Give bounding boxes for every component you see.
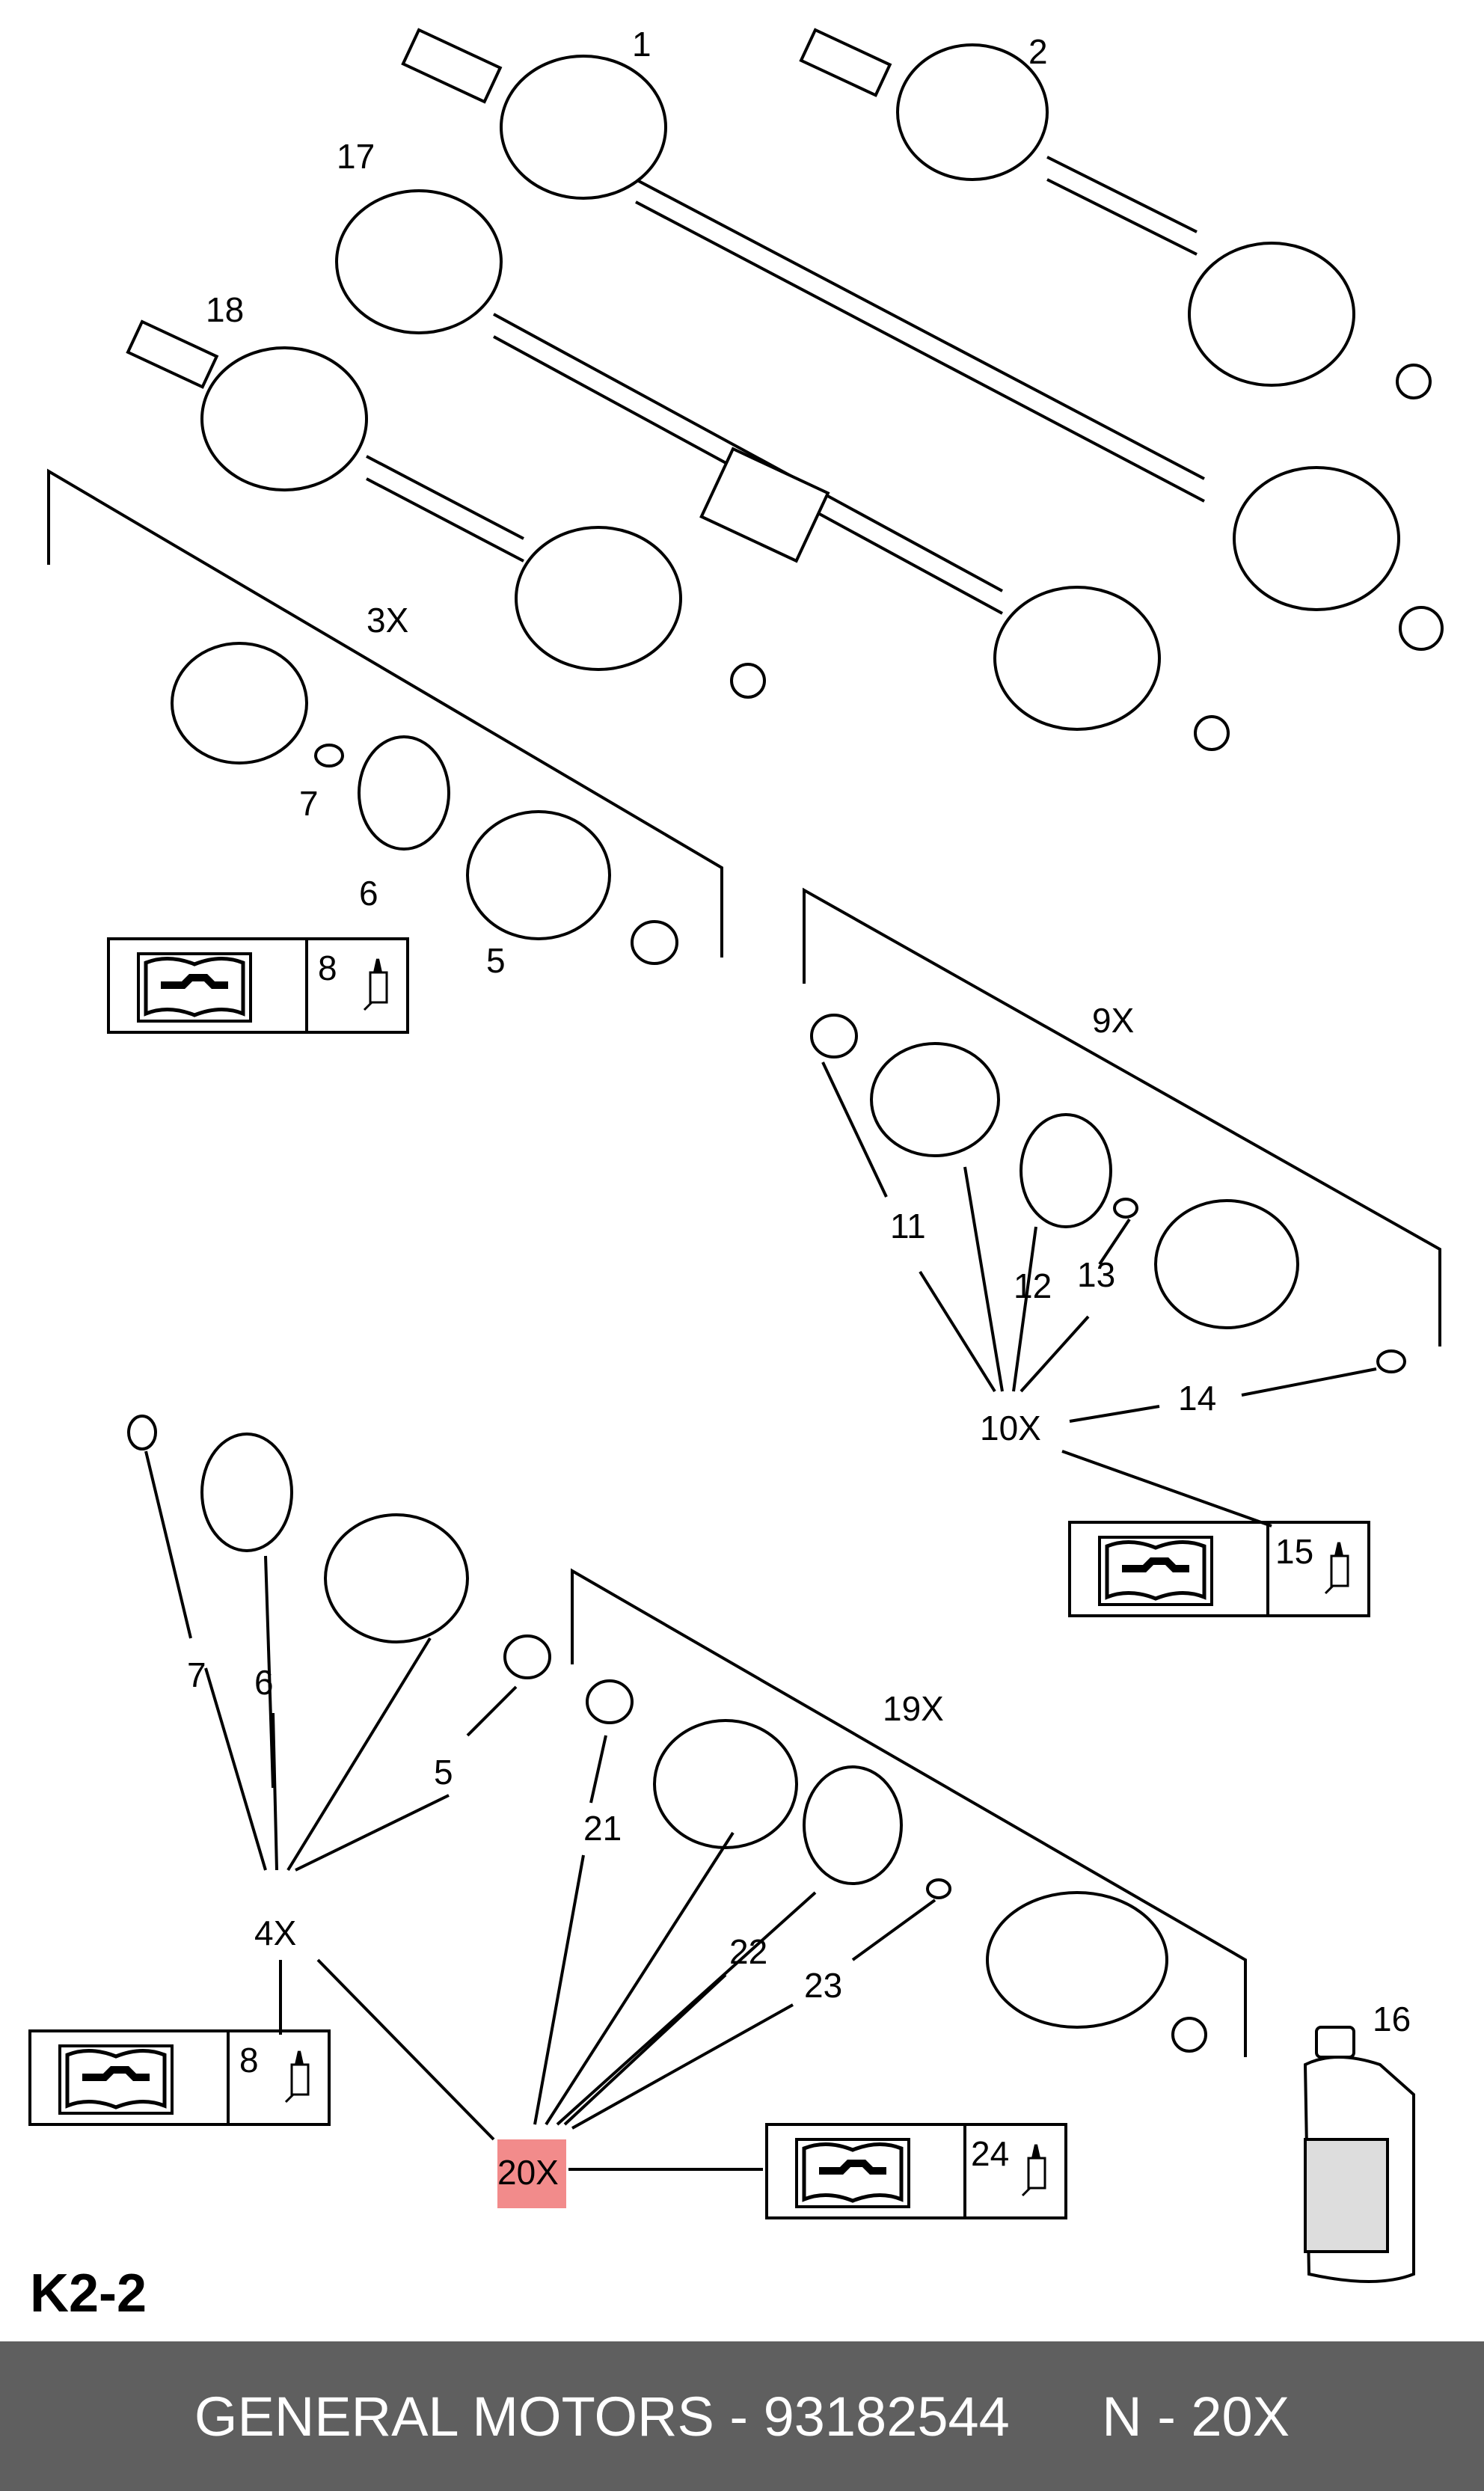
fluid-bottle <box>1303 2026 1415 2283</box>
repair-manual-icon <box>1100 1537 1212 1605</box>
callout-11: 11 <box>890 1207 926 1246</box>
callout-20x: 20X <box>497 2153 559 2192</box>
callout-8-upper: 8 <box>318 949 337 987</box>
callout-3x: 3X <box>367 601 408 640</box>
callout-8-lower: 8 <box>239 2041 259 2080</box>
callout-12: 12 <box>1014 1266 1052 1305</box>
callout-1: 1 <box>632 25 651 64</box>
callout-5-upper: 5 <box>486 941 506 980</box>
callout-13: 13 <box>1077 1255 1115 1294</box>
callout-9x: 9X <box>1092 1001 1134 1040</box>
repair-manual-icon <box>797 2139 909 2207</box>
kit-box-24 <box>765 2123 1067 2219</box>
callout-18: 18 <box>206 290 244 329</box>
kit-9x-group <box>803 887 1441 1528</box>
figure-id: K2-2 <box>30 2264 147 2323</box>
callout-5-lower: 5 <box>434 1753 453 1792</box>
kit-3x-group <box>47 468 723 965</box>
callout-16: 16 <box>1373 2000 1411 2038</box>
footer-part-number: 93182544 <box>763 2385 1010 2448</box>
highlight-20x <box>497 2139 566 2208</box>
grease-tube-icon <box>284 2050 310 2104</box>
footer-position: N - 20X <box>1102 2385 1290 2448</box>
callout-19x: 19X <box>883 1689 944 1728</box>
kit-4x-group <box>127 1415 551 2141</box>
callout-10x: 10X <box>980 1409 1041 1447</box>
footer-gap <box>1010 2385 1102 2448</box>
kit-box-15 <box>1068 1521 1370 1617</box>
kit-box-8-upper <box>107 937 409 1034</box>
drive-shaft-18 <box>126 319 766 699</box>
callout-14: 14 <box>1178 1379 1216 1418</box>
callout-7-lower: 7 <box>187 1655 206 1694</box>
footer-brand: GENERAL MOTORS <box>194 2385 714 2448</box>
footer-bar: GENERAL MOTORS - 93182544 N - 20X <box>0 2341 1484 2491</box>
repair-manual-icon <box>138 954 251 1021</box>
grease-tube-icon <box>1324 1541 1349 1595</box>
kit-19x-group <box>533 1568 1247 2171</box>
callout-2: 2 <box>1028 32 1048 71</box>
footer-separator: - <box>714 2385 764 2448</box>
callout-21: 21 <box>583 1809 622 1848</box>
grease-tube-icon <box>363 958 388 1011</box>
callout-23: 23 <box>804 1966 842 2005</box>
callout-22: 22 <box>729 1932 767 1971</box>
callout-4x: 4X <box>254 1914 296 1952</box>
repair-manual-icon <box>60 2046 172 2113</box>
callout-6-lower: 6 <box>254 1663 274 1702</box>
kit-box-8-lower <box>28 2029 331 2126</box>
drive-shaft-2 <box>799 28 1432 399</box>
exploded-parts-diagram: 1 2 17 18 3X 7 6 5 8 9X 11 12 13 10X 14 … <box>28 25 1444 2323</box>
callout-17: 17 <box>337 137 375 176</box>
callout-15: 15 <box>1275 1532 1313 1571</box>
callout-24: 24 <box>971 2134 1009 2173</box>
drive-shaft-17 <box>335 189 1230 751</box>
grease-tube-icon <box>1021 2143 1046 2197</box>
callout-7-upper: 7 <box>299 784 319 823</box>
drive-shaft-1 <box>401 28 1444 651</box>
callout-6-upper: 6 <box>359 874 378 913</box>
